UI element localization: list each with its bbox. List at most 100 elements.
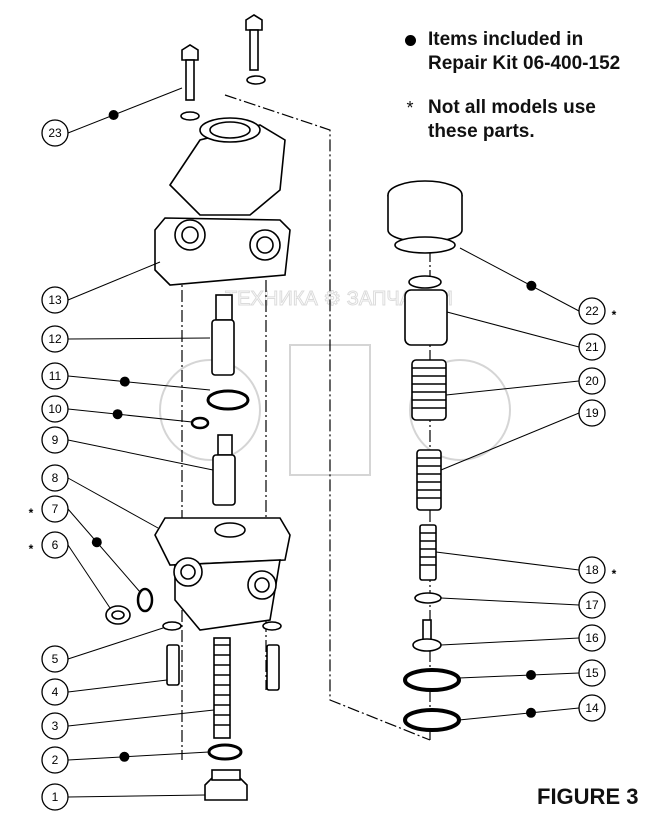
callout-12: 12 — [41, 325, 211, 353]
callout-circle — [41, 531, 69, 559]
leader-line — [445, 380, 580, 396]
callout-15: 15 — [458, 659, 606, 687]
legend-kit-line1: Items included in — [428, 29, 584, 50]
callout-7: 7* — [29, 495, 141, 593]
callout-19: 19 — [440, 399, 606, 471]
callout-circle — [578, 591, 606, 619]
parts — [105, 14, 463, 801]
callout-6: 6* — [29, 531, 111, 609]
lower-body-8 — [154, 517, 291, 631]
o-ring-2 — [207, 743, 243, 761]
spring-19 — [416, 449, 442, 511]
asterisk-icon: * — [29, 506, 34, 520]
callout-circle — [578, 399, 606, 427]
legend-kit-item: Items included in Repair Kit 06-400-152 — [400, 28, 620, 76]
callout-20: 20 — [445, 367, 606, 396]
callout-1: 1 — [41, 783, 206, 811]
callout-number: 20 — [585, 374, 599, 388]
screw-4-right — [266, 644, 280, 691]
callout-circle — [578, 659, 606, 687]
plug-6 — [105, 605, 131, 625]
leader-line — [67, 709, 215, 727]
callout-circle — [41, 426, 69, 454]
callout-13: 13 — [41, 261, 161, 314]
callout-9: 9 — [41, 426, 214, 471]
callout-circle — [41, 712, 69, 740]
callout-5: 5 — [41, 627, 164, 673]
leader-line — [458, 672, 580, 679]
callout-circle — [41, 645, 69, 673]
valve-9 — [212, 434, 236, 506]
o-ring-7 — [136, 587, 154, 613]
callout-number: 21 — [585, 340, 599, 354]
o-ring-11 — [206, 389, 250, 411]
upper-body-13 — [154, 117, 291, 286]
leader-line — [67, 261, 161, 301]
callout-16: 16 — [440, 624, 606, 652]
leader-line — [440, 597, 580, 606]
washer-5-left — [162, 621, 182, 631]
svg-text:ТЕХНИКА ⚙ ЗАПЧАСТИ: ТЕХНИКА ⚙ ЗАПЧАСТИ — [225, 288, 453, 310]
callout-circle — [41, 678, 69, 706]
legend-note-item: * Not all models use these parts. — [400, 96, 620, 144]
callout-number: 6 — [52, 538, 59, 552]
callout-number: 1 — [52, 790, 59, 804]
callout-number: 19 — [585, 406, 599, 420]
leader-line — [67, 408, 193, 423]
leader-line — [446, 311, 580, 348]
callout-18: 18* — [435, 551, 617, 584]
bolt-23 — [180, 44, 200, 121]
bolt-top-right — [245, 14, 266, 85]
callout-number: 4 — [52, 685, 59, 699]
plug-1 — [204, 769, 248, 801]
callout-number: 12 — [48, 332, 62, 346]
callout-number: 2 — [52, 753, 59, 767]
figure-label: FIGURE 3 — [537, 784, 639, 809]
callout-11: 11 — [41, 362, 211, 391]
kit-dot-icon — [526, 280, 537, 291]
leader-line — [440, 412, 580, 471]
callout-number: 23 — [48, 126, 62, 140]
callout-21: 21 — [446, 311, 606, 361]
kit-dot-icon — [91, 537, 102, 548]
leader-line — [67, 439, 214, 471]
leader-line — [67, 679, 168, 693]
washer-17 — [414, 592, 442, 604]
callout-number: 13 — [48, 293, 62, 307]
legend-note-line2: these parts. — [428, 121, 535, 142]
callout-circle — [578, 297, 606, 325]
screw-4-left — [166, 644, 180, 686]
asterisk-icon: * — [29, 542, 34, 556]
leader-line — [458, 707, 580, 721]
callout-number: 15 — [585, 666, 599, 680]
callout-circle — [41, 362, 69, 390]
spring-18 — [419, 524, 437, 581]
ring-14 — [403, 708, 461, 732]
legend: Items included in Repair Kit 06-400-152 … — [400, 28, 620, 164]
boot-22 — [387, 180, 463, 254]
legend-kit-line2: Repair Kit 06-400-152 — [428, 53, 621, 74]
valve-16 — [412, 619, 442, 652]
callout-number: 3 — [52, 719, 59, 733]
leader-line — [67, 375, 211, 391]
callout-number: 17 — [585, 598, 599, 612]
callout-number: 7 — [52, 502, 59, 516]
kit-dot-icon — [526, 707, 536, 718]
leader-line — [67, 337, 211, 340]
callout-4: 4 — [41, 678, 168, 706]
callout-circle — [41, 464, 69, 492]
leader-line — [67, 508, 141, 593]
piston-12 — [211, 294, 235, 376]
callout-number: 5 — [52, 652, 59, 666]
leader-line — [435, 551, 580, 571]
spring-3 — [213, 637, 231, 739]
leader-line — [67, 87, 183, 134]
callout-circle — [41, 395, 69, 423]
callout-circle — [578, 624, 606, 652]
callout-number: 14 — [585, 701, 599, 715]
kit-dot-icon — [112, 409, 123, 420]
filled-circle-icon — [400, 28, 420, 53]
callout-circle — [41, 495, 69, 523]
callout-10: 10 — [41, 395, 193, 423]
